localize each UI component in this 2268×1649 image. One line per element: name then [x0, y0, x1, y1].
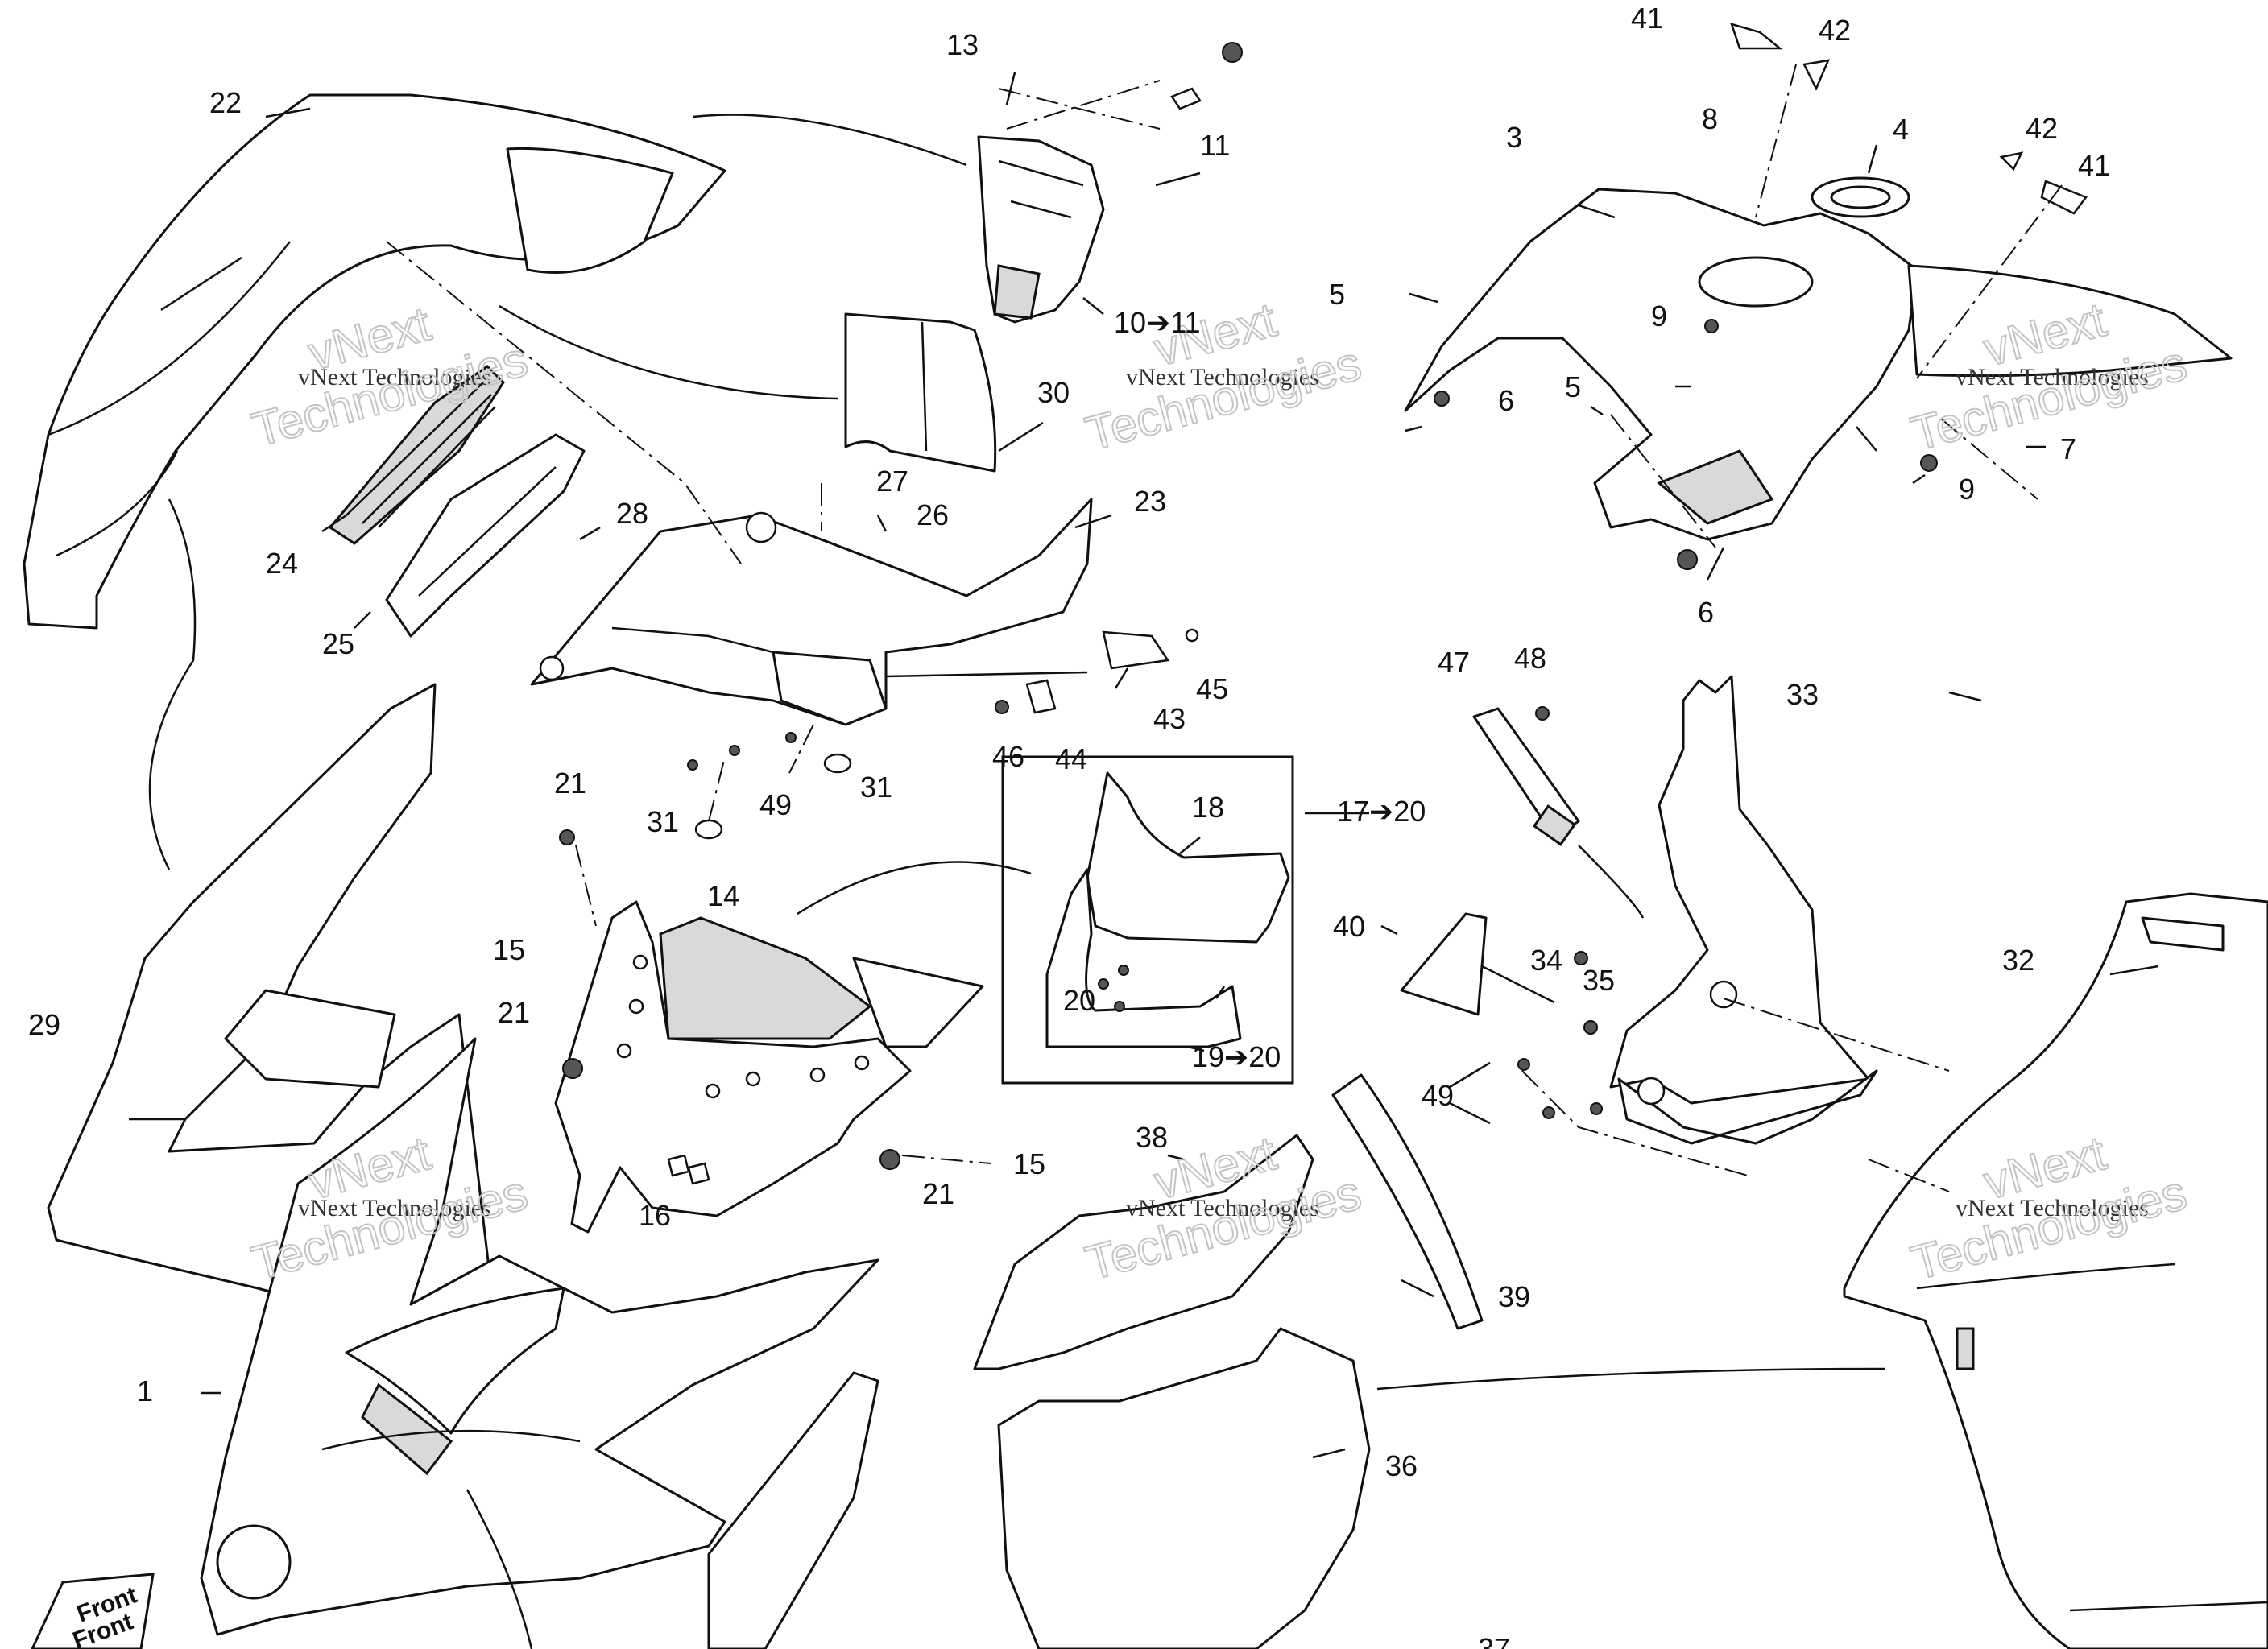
callout-15a: 15	[493, 933, 525, 966]
part-25-deflector	[385, 433, 586, 638]
part-32-right-side-fairing	[1843, 892, 2268, 1649]
callout-16: 16	[639, 1199, 671, 1232]
callout-34: 34	[1530, 944, 1562, 977]
callout-14: 14	[707, 879, 739, 912]
part-39-curved-trim	[1331, 1073, 1484, 1330]
callout-31b: 31	[860, 771, 892, 804]
svg-text:vNext Technologies: vNext Technologies	[1126, 1195, 1319, 1221]
callout-42b: 42	[2026, 112, 2058, 145]
callout-43: 43	[1153, 702, 1186, 735]
callout-33: 33	[1786, 678, 1819, 711]
hardware	[559, 23, 2088, 1185]
callout-40: 40	[1333, 910, 1365, 943]
callout-36: 36	[1385, 1449, 1418, 1482]
callout-numbers: 1 3 4 5 5 6 6 7 8 9 9 10➔11 11 13 14 15 …	[28, 2, 2110, 1649]
callout-38: 38	[1136, 1121, 1168, 1154]
callout-18: 18	[1192, 791, 1224, 824]
assembly-arrows	[148, 114, 1885, 1649]
callout-15b: 15	[1013, 1147, 1045, 1180]
svg-text:vNext Technologies: vNext Technologies	[1126, 364, 1319, 391]
part-lower-nose	[707, 1371, 879, 1649]
callout-28: 28	[616, 497, 648, 530]
callout-4: 4	[1893, 113, 1909, 146]
callout-17: 17➔20	[1337, 795, 1426, 828]
callout-7: 7	[2060, 432, 2076, 465]
callout-21b: 21	[498, 996, 530, 1029]
callout-49b: 49	[1422, 1079, 1454, 1112]
inset-box-17-20	[1001, 755, 1294, 1085]
callout-10: 10➔11	[1114, 306, 1201, 339]
svg-text:vNext Technologies: vNext Technologies	[1956, 1195, 2149, 1221]
callout-46: 46	[992, 740, 1024, 773]
callout-41b: 41	[2078, 149, 2110, 182]
watermark-group-1: vNext Technologies vNext Technologies	[246, 295, 534, 457]
callout-32: 32	[2002, 944, 2034, 977]
part-1-nose-fairing	[200, 1037, 879, 1636]
part-47-strap	[1472, 707, 1580, 846]
part-4-cap-ring	[1811, 176, 1910, 218]
callout-44: 44	[1055, 742, 1087, 775]
svg-text:vNext Technologies: vNext Technologies	[298, 364, 491, 391]
callout-39: 39	[1498, 1280, 1530, 1313]
callout-42a: 42	[1819, 14, 1851, 47]
callout-5a: 5	[1329, 278, 1345, 311]
callout-19: 19➔20	[1192, 1040, 1281, 1073]
callout-8: 8	[1702, 102, 1718, 135]
callout-6b: 6	[1698, 596, 1714, 629]
callout-6a: 6	[1498, 384, 1514, 417]
part-tank-side-trim	[1907, 264, 2233, 378]
part-23-inner-panel	[530, 498, 1093, 726]
part-30-panel	[844, 312, 997, 473]
callout-20: 20	[1063, 984, 1095, 1017]
callout-1: 1	[137, 1374, 153, 1407]
callout-22: 22	[209, 86, 242, 119]
callout-26: 26	[917, 498, 949, 531]
callout-31a: 31	[647, 805, 679, 838]
callout-30: 30	[1037, 376, 1070, 409]
part-36-lower-side-panel	[997, 1327, 1371, 1649]
front-direction-badge: Front Front	[31, 1573, 155, 1649]
callout-41a: 41	[1631, 2, 1663, 35]
part-14-headlight-bracket	[554, 900, 984, 1234]
callout-leaders	[201, 72, 2159, 1459]
callout-9b: 9	[1959, 473, 1975, 506]
part-33-right-bracket	[1609, 675, 1878, 1145]
part-10-light-assembly	[977, 135, 1105, 324]
assembly-dash-lines	[386, 64, 2063, 1192]
callout-35: 35	[1583, 964, 1615, 997]
callout-13: 13	[946, 28, 979, 61]
callout-25: 25	[322, 627, 354, 660]
part-22-upper-side-fairing	[23, 93, 726, 630]
callout-5b: 5	[1565, 370, 1581, 403]
callout-24: 24	[266, 547, 298, 580]
svg-text:vNext Technologies: vNext Technologies	[1956, 364, 2149, 391]
callout-21a: 21	[554, 767, 586, 800]
callout-23: 23	[1134, 485, 1166, 518]
callout-48: 48	[1514, 642, 1546, 675]
callout-3: 3	[1506, 121, 1522, 154]
part-40-triangle-panel	[1400, 912, 1488, 1016]
part-24-grille	[328, 365, 505, 545]
callout-9a: 9	[1651, 300, 1667, 333]
callout-21c: 21	[922, 1177, 954, 1210]
part-3-tank-cover	[1404, 188, 1918, 541]
callout-11: 11	[1200, 129, 1230, 162]
callout-49a: 49	[759, 788, 792, 821]
callout-37: 37	[1478, 1632, 1510, 1649]
callout-45: 45	[1196, 672, 1228, 705]
callout-47: 47	[1438, 646, 1470, 679]
svg-text:vNext Technologies: vNext Technologies	[298, 1195, 491, 1221]
part-38-side-panel	[973, 1134, 1314, 1370]
callout-29: 29	[28, 1008, 60, 1041]
callout-27: 27	[876, 465, 908, 498]
